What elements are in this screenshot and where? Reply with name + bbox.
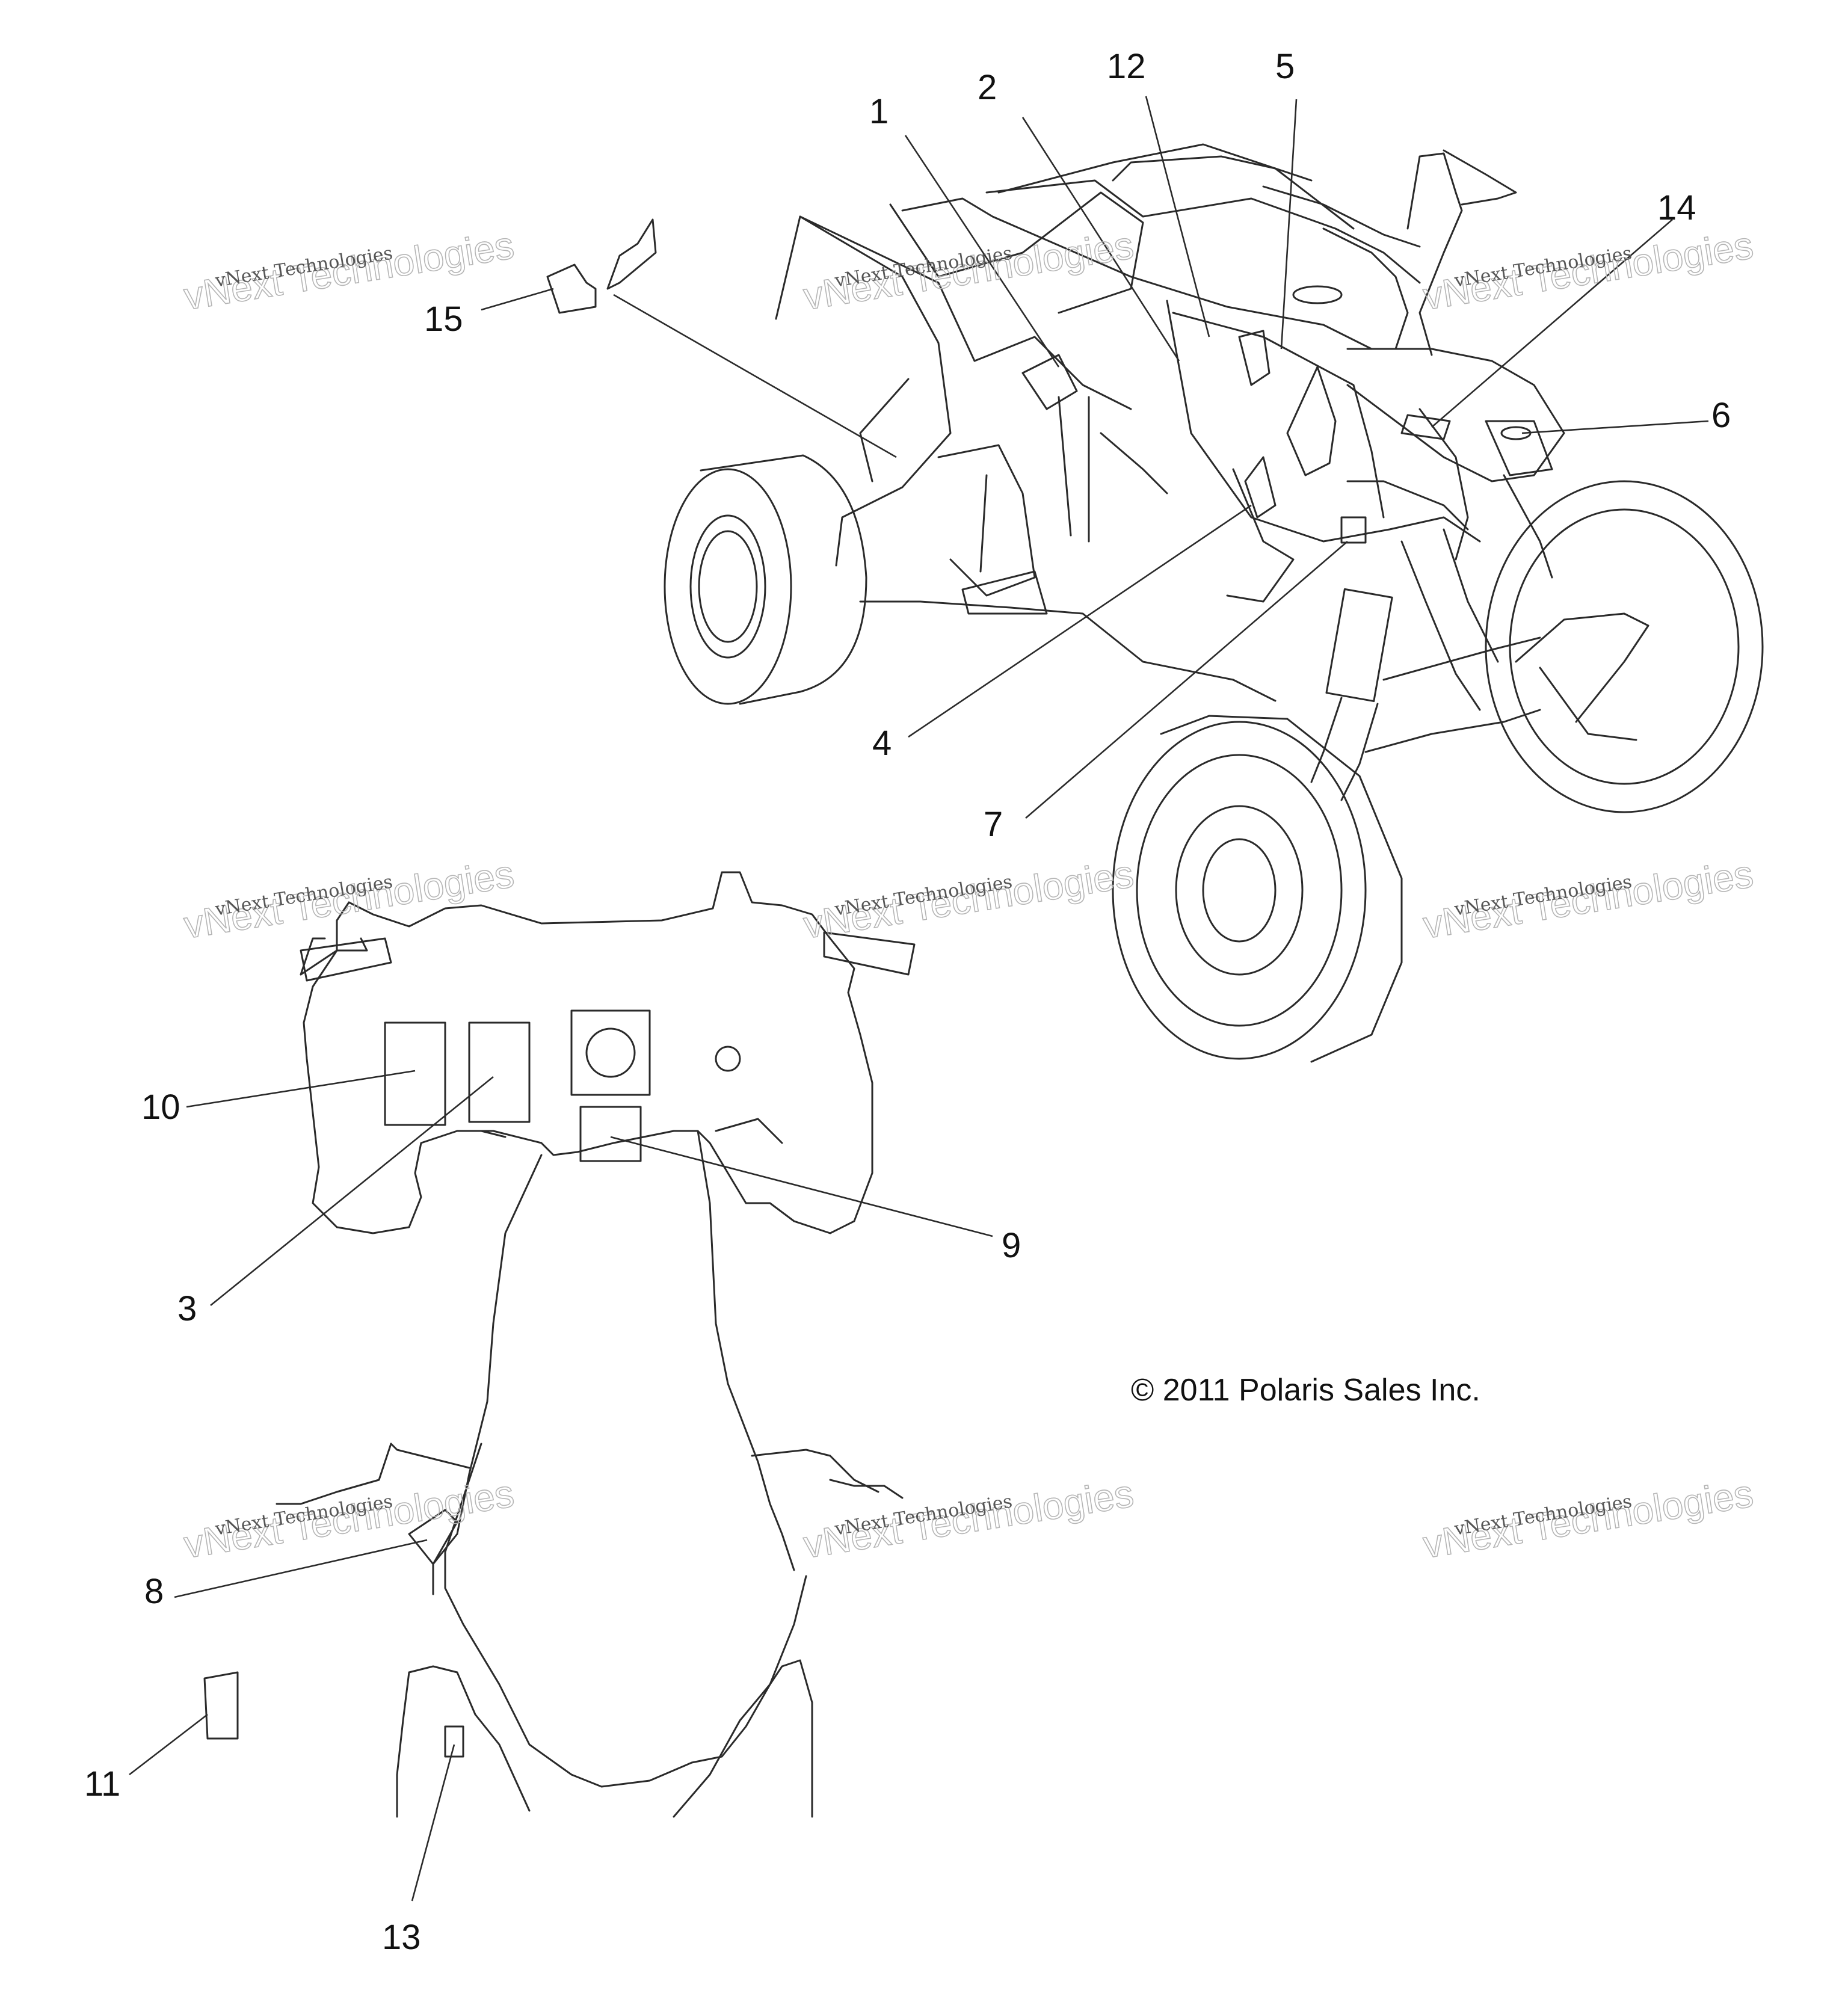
decal-10 xyxy=(384,1021,446,1126)
decal-4 xyxy=(1244,456,1277,519)
callout-10: 10 xyxy=(141,1088,180,1127)
decal-1 xyxy=(1021,354,1078,410)
watermark: vNext Technologies vNext Technologies xyxy=(1420,223,1757,318)
callout-9: 9 xyxy=(1002,1226,1021,1265)
callout-6: 6 xyxy=(1711,396,1731,435)
decal-15b xyxy=(606,218,657,290)
callout-12: 12 xyxy=(1107,47,1146,86)
callout-3: 3 xyxy=(177,1289,197,1328)
callout-4: 4 xyxy=(872,724,892,763)
watermark: vNext Technologies vNext Technologies xyxy=(180,851,517,947)
decal-11 xyxy=(203,1671,239,1740)
watermark: vNext Technologies vNext Technologies xyxy=(800,851,1137,947)
callout-15: 15 xyxy=(424,300,463,339)
decal-3 xyxy=(468,1021,531,1123)
leader-lines xyxy=(129,96,1709,1902)
callout-1: 1 xyxy=(869,92,889,131)
decal-5 xyxy=(1238,330,1270,386)
callout-8: 8 xyxy=(144,1572,164,1611)
watermark: vNext Technologies vNext Technologies xyxy=(1420,1471,1757,1566)
callout-14: 14 xyxy=(1657,188,1696,227)
decal-8 xyxy=(408,1509,458,1565)
decal-9 xyxy=(579,1106,642,1162)
callout-2: 2 xyxy=(978,68,997,107)
decal-13 xyxy=(444,1725,464,1758)
callout-13: 13 xyxy=(382,1918,421,1957)
decal-14 xyxy=(1400,414,1451,440)
atv-side-view xyxy=(546,143,1764,1063)
watermark: vNext Technologies vNext Technologies xyxy=(180,1471,517,1566)
copyright-text: © 2011 Polaris Sales Inc. xyxy=(1131,1373,1480,1408)
decal-7 xyxy=(1340,516,1367,544)
watermarks: vNext Technologies vNext Technologies vN… xyxy=(180,223,1757,1566)
watermark: vNext Technologies vNext Technologies xyxy=(1420,851,1757,947)
callout-labels: 1 2 3 4 5 6 7 8 9 10 11 12 13 14 15 xyxy=(84,47,1731,1957)
watermark: vNext Technologies vNext Technologies xyxy=(180,223,517,318)
callout-5: 5 xyxy=(1275,47,1295,86)
decal-15a xyxy=(546,263,597,314)
atv-top-view xyxy=(203,871,916,1818)
callout-11: 11 xyxy=(84,1764,120,1803)
callout-7: 7 xyxy=(984,805,1003,844)
